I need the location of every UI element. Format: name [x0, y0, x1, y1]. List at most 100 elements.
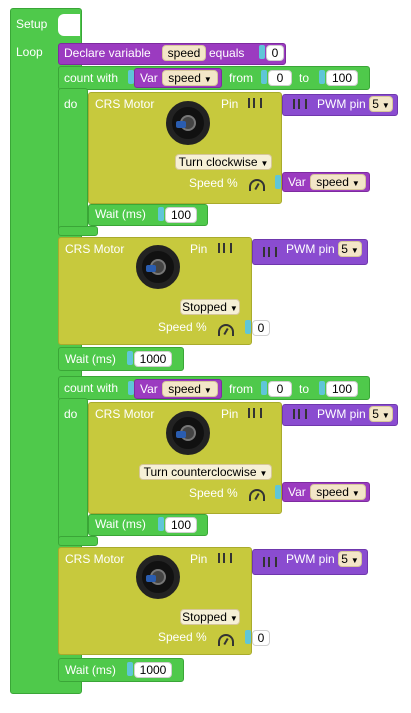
gauge-icon	[218, 634, 234, 646]
wait-input-1[interactable]: 1000	[134, 351, 172, 367]
pin-icon	[218, 553, 232, 563]
loop2-var-value: speed	[168, 382, 201, 396]
chevron-down-icon: ▼	[381, 411, 390, 420]
wait-connector-2	[127, 662, 133, 676]
servo-wheel-icon	[166, 411, 210, 455]
chevron-down-icon: ▼	[259, 469, 268, 478]
loop1-var-dropdown[interactable]: speed▼	[162, 70, 218, 86]
pin-icon	[263, 247, 277, 257]
direction-value-4: Stopped	[182, 610, 227, 624]
loop2-from-connector	[261, 381, 267, 395]
declare-equals-label: equals	[209, 46, 245, 60]
direction-value-3: Turn counterclocwise	[143, 465, 257, 479]
crs-motor-title-4: CRS Motor	[65, 552, 125, 566]
pin-label-1: Pin	[221, 97, 239, 111]
loop2-to-label: to	[299, 382, 310, 396]
pwm-pin-value-4: 5	[341, 552, 348, 566]
direction-dropdown-1[interactable]: Turn clockwise▼	[175, 154, 272, 170]
loop1-from-connector	[261, 70, 267, 84]
loop1-do-label: do	[64, 97, 78, 111]
gauge-icon	[249, 489, 265, 501]
loop2-to-input[interactable]: 100	[326, 381, 358, 397]
speed-label-3: Speed %	[189, 486, 238, 500]
chevron-down-icon: ▼	[229, 304, 238, 313]
speed-input-4[interactable]: 0	[252, 630, 270, 646]
crs-motor-title-2: CRS Motor	[65, 242, 125, 256]
pwm-pin-label-2: PWM pin	[286, 242, 335, 256]
speed-var-dropdown-3[interactable]: speed▼	[310, 484, 366, 500]
declare-var-name[interactable]: speed	[162, 45, 206, 61]
pin-icon	[293, 99, 307, 109]
loop1-to-input[interactable]: 100	[326, 70, 358, 86]
pin-icon	[248, 408, 262, 418]
declare-variable-label: Declare variable	[64, 46, 151, 60]
wait-connector-loop2	[158, 517, 164, 531]
declare-value-connector	[259, 45, 265, 59]
pwm-pin-value-2: 5	[341, 242, 348, 256]
loop2-from-label: from	[229, 382, 253, 396]
wait-label-loop2: Wait (ms)	[95, 517, 146, 531]
direction-dropdown-2[interactable]: Stopped▼	[180, 299, 240, 315]
chevron-down-icon: ▼	[229, 614, 238, 623]
loop1-to-label: to	[299, 71, 310, 85]
pwm-pin-dropdown-3[interactable]: 5▼	[369, 406, 393, 422]
speed-label-2: Speed %	[158, 320, 207, 334]
loop1-var-label: Var	[140, 71, 158, 85]
speed-var-label-1: Var	[288, 175, 306, 189]
pwm-pin-value-3: 5	[372, 407, 379, 421]
wait-connector-1	[127, 351, 133, 365]
speed-connector-3	[275, 485, 281, 499]
wait-input-loop2[interactable]: 100	[165, 517, 197, 533]
pin-icon	[248, 98, 262, 108]
speed-label-4: Speed %	[158, 630, 207, 644]
declare-value-input[interactable]: 0	[266, 45, 284, 61]
pwm-pin-dropdown-2[interactable]: 5▼	[338, 241, 362, 257]
count-with-label-2: count with	[64, 381, 119, 395]
loop1-from-label: from	[229, 71, 253, 85]
chevron-down-icon: ▼	[350, 556, 359, 565]
servo-wheel-icon	[136, 245, 180, 289]
servo-wheel-icon	[166, 101, 210, 145]
speed-label-1: Speed %	[189, 176, 238, 190]
chevron-down-icon: ▼	[260, 159, 269, 168]
loop1-var-value: speed	[168, 71, 201, 85]
chevron-down-icon: ▼	[203, 75, 212, 84]
loop2-var-dropdown[interactable]: speed▼	[162, 381, 218, 397]
speed-connector-4	[245, 630, 251, 644]
pin-icon	[263, 557, 277, 567]
speed-var-value-1: speed	[316, 175, 349, 189]
pwm-pin-label-4: PWM pin	[286, 552, 335, 566]
speed-var-value-3: speed	[316, 485, 349, 499]
speed-var-dropdown-1[interactable]: speed▼	[310, 174, 366, 190]
loop1-from-input[interactable]: 0	[268, 70, 292, 86]
speed-connector-2	[245, 320, 251, 334]
count-with-side-2	[58, 398, 88, 544]
wait-input-2[interactable]: 1000	[134, 662, 172, 678]
wait-input-loop1[interactable]: 100	[165, 207, 197, 223]
wait-label-1: Wait (ms)	[65, 352, 116, 366]
chevron-down-icon: ▼	[381, 101, 390, 110]
loop-label: Loop	[16, 45, 43, 59]
pwm-pin-value-1: 5	[372, 97, 379, 111]
direction-dropdown-3[interactable]: Turn counterclocwise▼	[139, 464, 272, 480]
pwm-pin-dropdown-1[interactable]: 5▼	[369, 96, 393, 112]
setup-label: Setup	[16, 17, 48, 31]
direction-dropdown-4[interactable]: Stopped▼	[180, 609, 240, 625]
count-with-label-1: count with	[64, 71, 119, 85]
loop2-var-label: Var	[140, 382, 158, 396]
pwm-pin-label-3: PWM pin	[317, 407, 366, 421]
loop2-do-label: do	[64, 407, 78, 421]
speed-input-2[interactable]: 0	[252, 320, 270, 336]
chevron-down-icon: ▼	[350, 246, 359, 255]
direction-value-1: Turn clockwise	[178, 155, 258, 169]
wait-label-loop1: Wait (ms)	[95, 207, 146, 221]
pwm-pin-dropdown-4[interactable]: 5▼	[338, 551, 362, 567]
direction-value-2: Stopped	[182, 300, 227, 314]
count-with-side-1	[58, 88, 88, 234]
speed-var-label-3: Var	[288, 485, 306, 499]
pin-icon	[293, 409, 307, 419]
gauge-icon	[218, 324, 234, 336]
count-with-footer-2	[58, 536, 98, 546]
loop2-from-input[interactable]: 0	[268, 381, 292, 397]
pwm-pin-label-1: PWM pin	[317, 97, 366, 111]
